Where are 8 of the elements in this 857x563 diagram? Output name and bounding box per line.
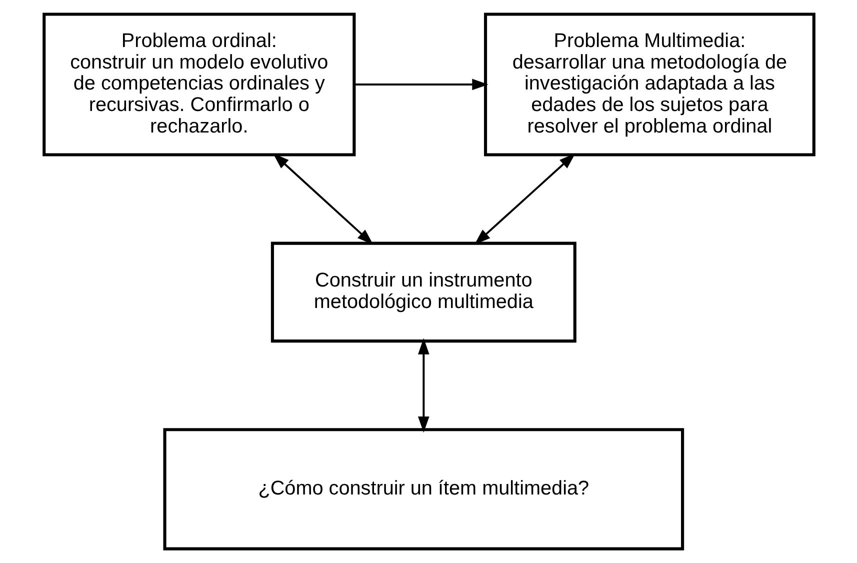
arrow xyxy=(354,78,488,90)
arrow xyxy=(417,338,429,433)
node-box: Construir un instrumento metodológico multimedia xyxy=(270,242,576,343)
node-box: ¿Cómo construir un ítem multimedia? xyxy=(162,428,684,550)
arrow xyxy=(272,153,373,245)
arrow xyxy=(474,153,575,245)
node-box: Problema ordinal: construir un modelo evolutivo de competencias ordinales y recursivas. Confirmarlo o rechazarlo. xyxy=(42,12,356,156)
node-box: Problema Multimedia: desarrollar una metodología de investigación adaptada a las edades de los sujetos para resolver el problema ordinal xyxy=(483,12,815,156)
